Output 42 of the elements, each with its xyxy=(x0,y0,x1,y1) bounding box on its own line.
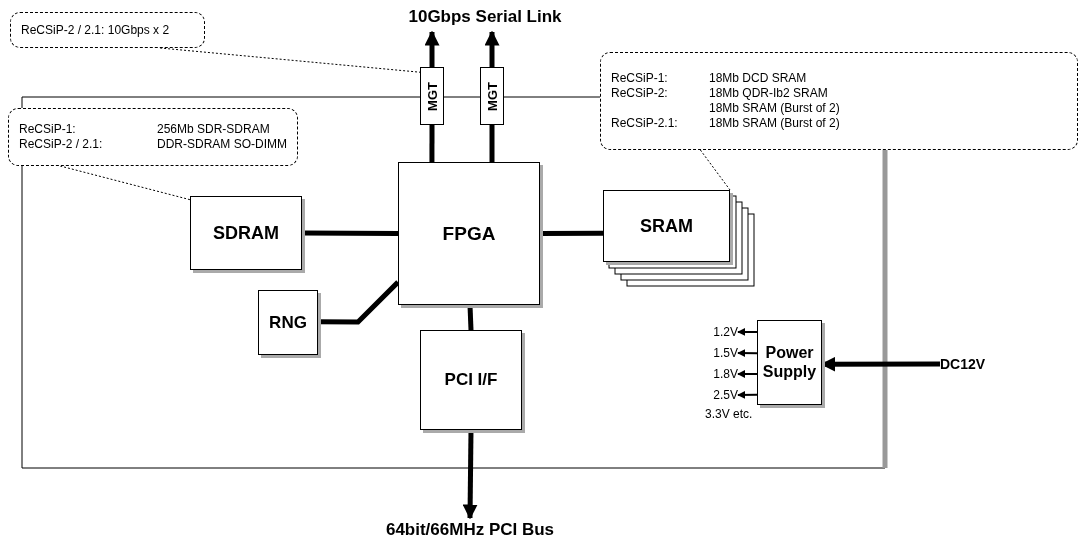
memory-box: SRAM xyxy=(603,190,730,262)
arrow xyxy=(424,30,440,67)
note-text: ReCSiP-2: xyxy=(611,86,669,101)
voltage-label: 1.8V xyxy=(705,366,738,382)
note-text: ReCSiP-2 / 2.1: xyxy=(19,137,104,152)
arrow xyxy=(484,30,500,67)
rng-box: RNG xyxy=(258,290,318,355)
note-text: ReCSiP-2 / 2.1: 10Gbps x 2 xyxy=(21,22,171,38)
voltage-label: 1.2V xyxy=(705,324,738,340)
note-text: 18Mb QDR-Ib2 SRAM xyxy=(709,86,829,101)
note-text: 18Mb DCD SRAM xyxy=(709,71,808,86)
bus-label: 64bit/66MHz PCI Bus xyxy=(315,518,625,542)
transceiver-box: MGT xyxy=(420,67,444,125)
bus-label: 10Gbps Serial Link xyxy=(385,2,585,32)
voltage-label: 2.5V xyxy=(705,387,738,403)
note-text: ReCSiP-2.1: xyxy=(611,116,679,131)
transceiver-box: MGT xyxy=(480,67,504,125)
callout-note xyxy=(8,108,298,166)
voltage-label: 1.5V xyxy=(705,345,738,361)
callout-note xyxy=(600,52,1078,150)
arrow xyxy=(737,370,758,378)
note-text: 18Mb SRAM (Burst of 2) xyxy=(709,116,841,131)
arrow xyxy=(737,327,758,336)
note-text: ReCSiP-1: xyxy=(611,71,669,86)
note-text: DDR-SDRAM SO-DIMM xyxy=(157,137,287,152)
connector-line xyxy=(429,125,435,162)
note-text: ReCSiP-1: xyxy=(19,122,77,137)
fpga-box: FPGA xyxy=(398,162,540,305)
arrow xyxy=(737,390,758,399)
connector-line xyxy=(302,230,398,236)
note-text: 18Mb SRAM (Burst of 2) xyxy=(709,101,841,116)
callout-note xyxy=(10,12,205,48)
input-voltage-label: DC12V xyxy=(940,355,995,373)
connector-line xyxy=(540,230,603,236)
power-supply-box: Power Supply xyxy=(757,320,822,405)
connector-line xyxy=(318,280,400,325)
voltage-label: 3.3V etc. xyxy=(705,407,753,421)
memory-box: SDRAM xyxy=(190,196,302,270)
connector-line xyxy=(489,125,495,162)
interface-box: PCI I/F xyxy=(420,330,522,430)
note-text: 256Mb SDR-SDRAM xyxy=(157,122,271,137)
arrow xyxy=(737,349,758,358)
